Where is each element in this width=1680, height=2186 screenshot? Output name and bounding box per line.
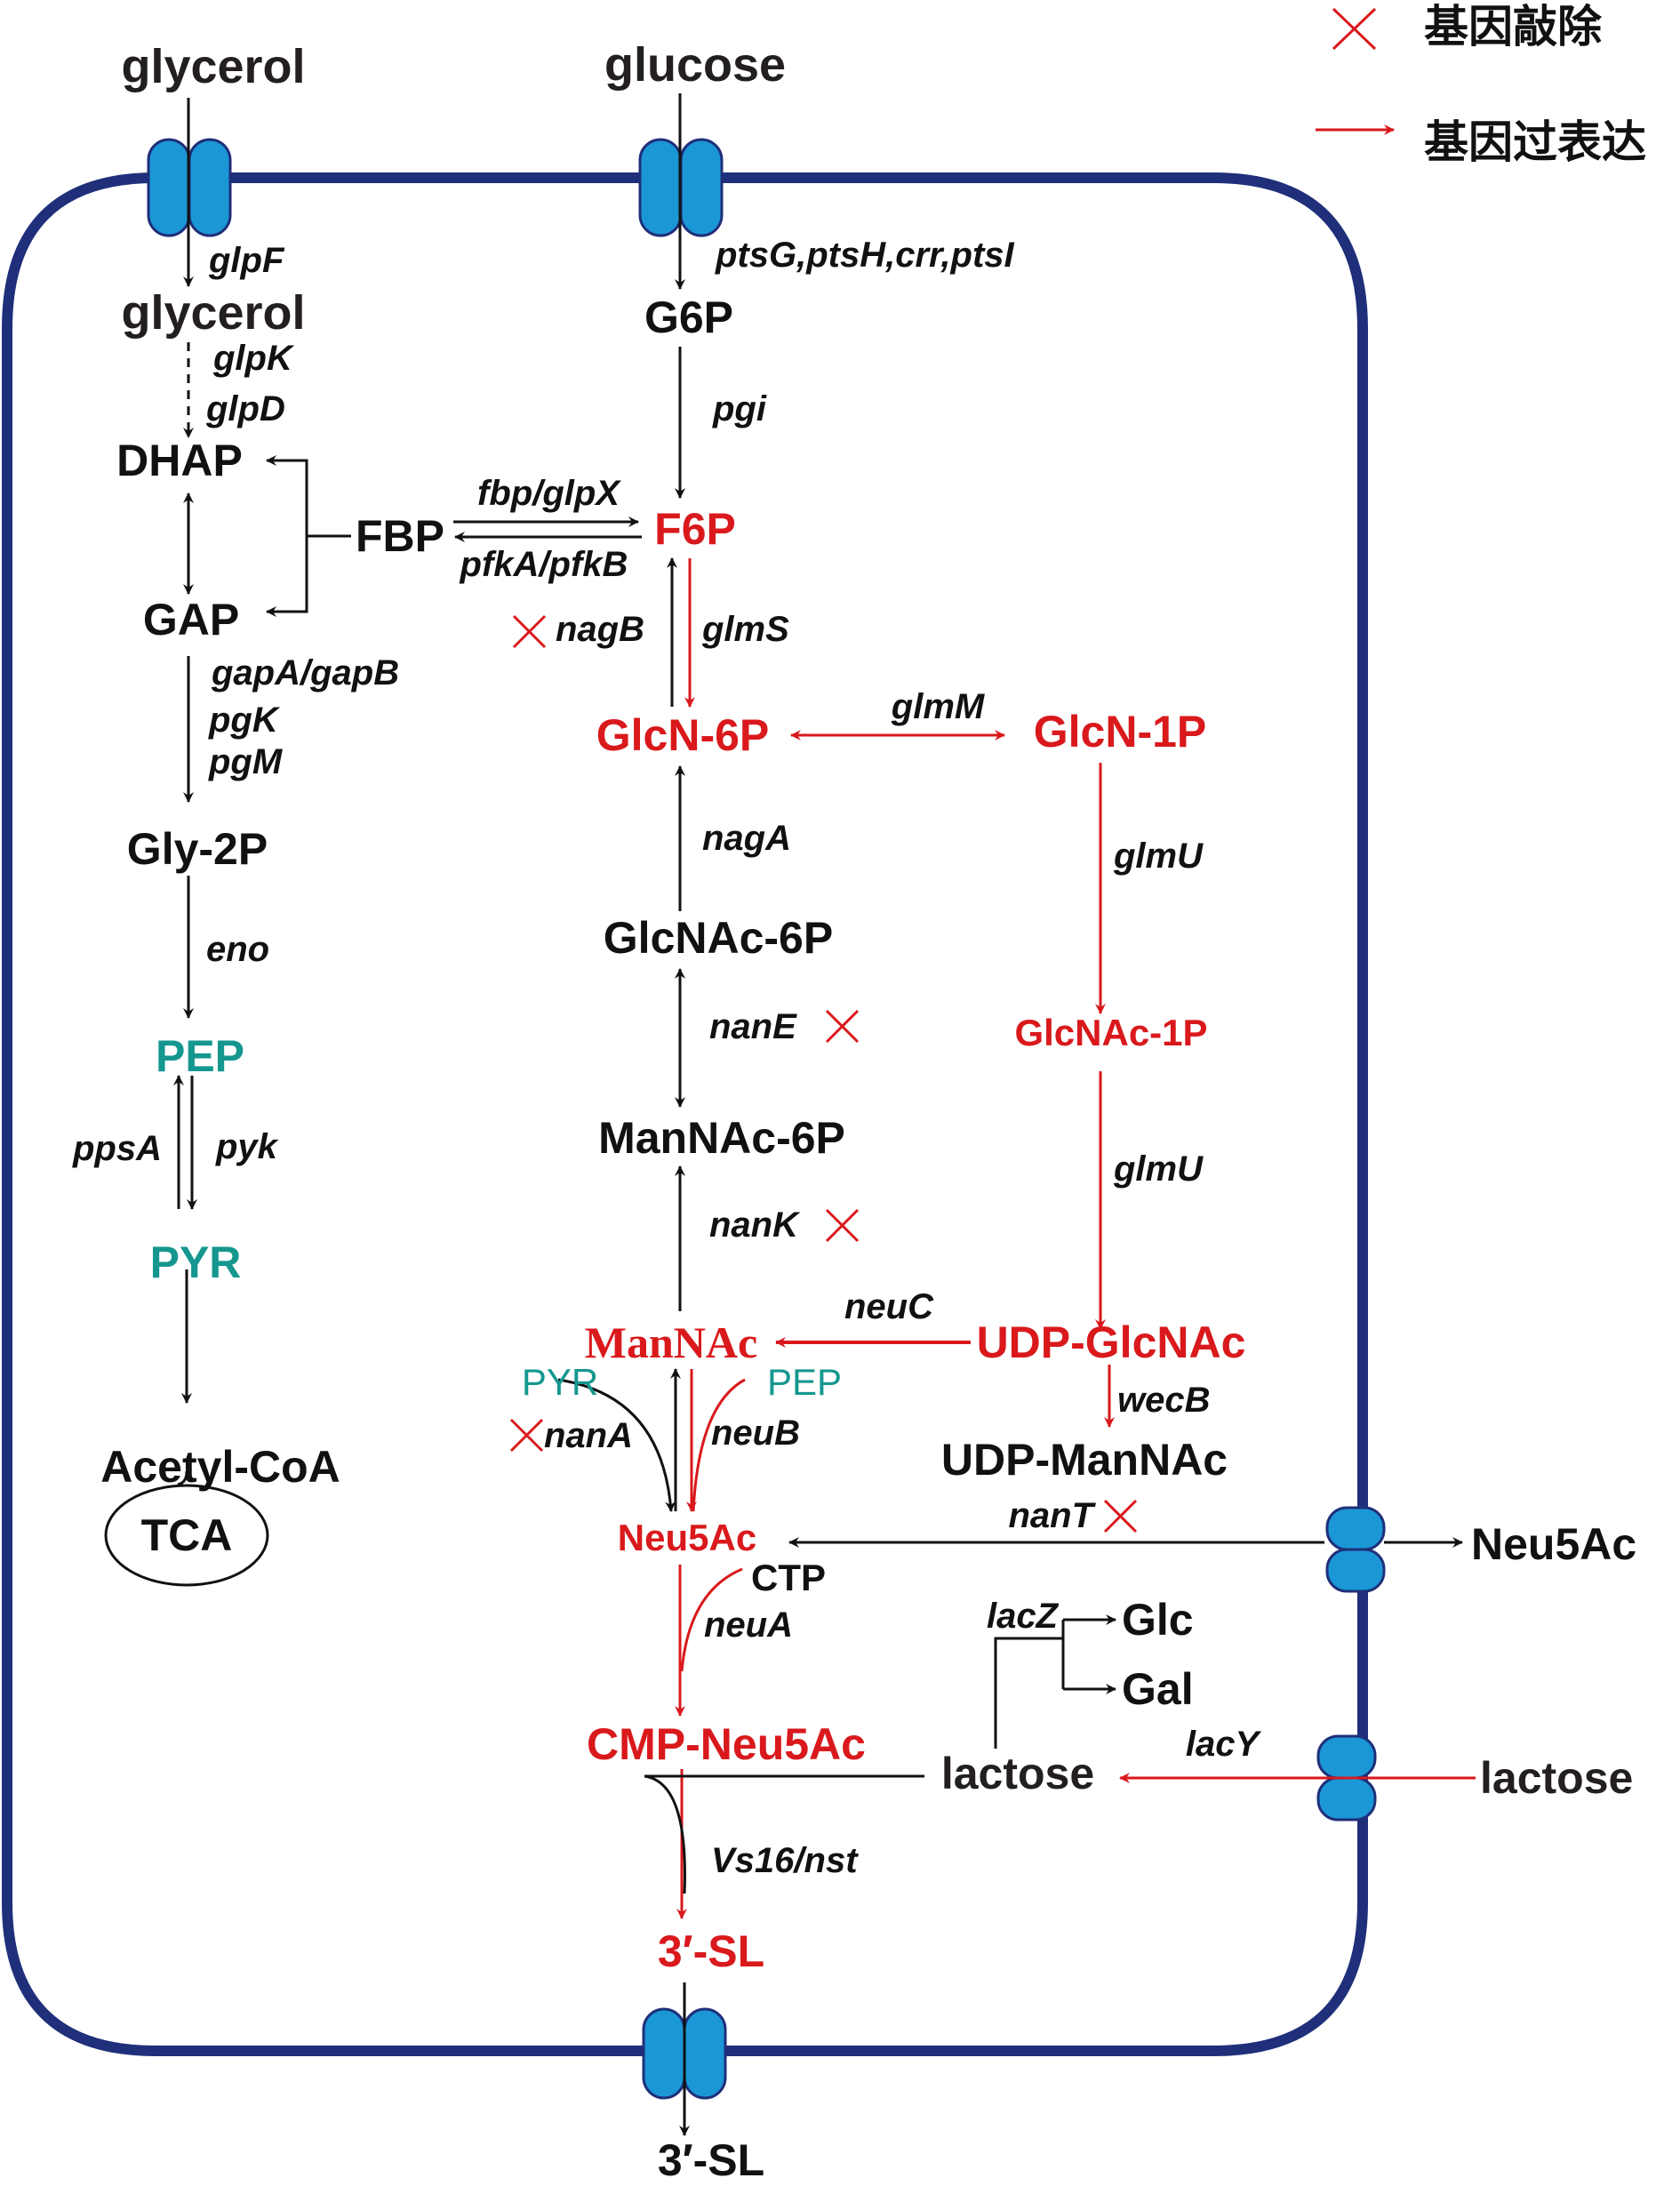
lacZ-bracket [994, 1637, 1063, 1749]
metabolite-mannac6p: ManNAc-6P [598, 1113, 845, 1163]
metabolite-neu5ac: Neu5Ac [617, 1517, 757, 1558]
metabolite-3sl: 3′-SL [657, 1926, 765, 1976]
tca-cycle-label: TCA [140, 1510, 233, 1560]
gene-pgi: pgi [713, 389, 766, 428]
external-lactose: lactose [1480, 1753, 1634, 1803]
sl-export-channel [642, 2007, 727, 2100]
metabolite-udp-mannac: UDP-ManNAc [940, 1435, 1228, 1485]
metabolite-pyr: PYR [149, 1237, 242, 1287]
gene-glpK: glpK [213, 339, 292, 378]
metabolite-f6p: F6P [654, 504, 736, 554]
gene-nanK: nanK [709, 1205, 798, 1245]
external-neu5ac: Neu5Ac [1471, 1519, 1637, 1569]
metabolite-acetyl-coa: Acetyl-CoA [100, 1442, 340, 1492]
knockout-x-icon-nanK [825, 1208, 860, 1243]
fbp-split-bracket [269, 459, 308, 613]
gene-ptsG-ptsH-crr-ptsI: ptsG,ptsH,crr,ptsI [716, 236, 1014, 275]
metabolite-udp-glcnac: UDP-GlcNAc [976, 1317, 1246, 1367]
knockout-x-icon-nanA [509, 1418, 544, 1453]
cofactor-pep: PEP [766, 1361, 843, 1403]
metabolite-gal: Gal [1122, 1664, 1194, 1714]
gene-pyk: pyk [216, 1127, 277, 1166]
gene-ppsA: ppsA [73, 1129, 162, 1168]
tca-cycle-circle [104, 1484, 269, 1587]
gene-nanE: nanE [709, 1007, 796, 1046]
metabolite-g6p: G6P [644, 292, 734, 342]
metabolite-fbp: FBP [356, 511, 444, 561]
gene-nanT: nanT [1008, 1496, 1093, 1535]
gene-fbp-glpX: fbp/glpX [477, 474, 620, 513]
legend-overexpression-label: 基因过表达 [1424, 116, 1646, 168]
gene-glpD: glpD [206, 389, 285, 428]
gene-lacZ: lacZ [986, 1597, 1058, 1636]
neu5ac-channel [1325, 1506, 1386, 1593]
external-glucose: glucose [604, 38, 787, 92]
gene-nanA: nanA [544, 1416, 633, 1455]
arrow-neuB-curve [692, 1378, 746, 1512]
cell-membrane [1, 172, 1368, 2056]
external-3sl: 3′-SL [657, 2135, 765, 2185]
knockout-x-icon-nanT [1103, 1499, 1138, 1533]
metabolite-glcnac6p: GlcNAc-6P [603, 913, 834, 963]
glycerol-channel [147, 138, 232, 237]
metabolite-glycerol: glycerol [121, 286, 306, 340]
metabolite-gly2p: Gly-2P [126, 824, 268, 874]
glucose-channel [638, 138, 724, 237]
gene-vs16-nst: Vs16/nst [711, 1841, 858, 1880]
gene-neuA: neuA [704, 1605, 793, 1645]
metabolite-lactose: lactose [940, 1749, 1095, 1798]
metabolite-glcnac1p: GlcNAc-1P [1014, 1012, 1208, 1053]
gene-nagA: nagA [702, 819, 791, 858]
metabolite-glc: Glc [1122, 1595, 1194, 1645]
metabolite-cmp-neu5ac: CMP-Neu5Ac [587, 1719, 866, 1769]
gene-pgM: pgM [209, 742, 283, 781]
cofactor-ctp: CTP [751, 1557, 826, 1598]
gene-gapA-gapB: gapA/gapB [212, 653, 400, 693]
external-glycerol: glycerol [121, 40, 306, 93]
lactose-sl-curve [644, 1774, 924, 1894]
metabolite-mannac: ManNAc [584, 1317, 758, 1367]
gene-glpF: glpF [209, 241, 284, 280]
gene-glmU-2: glmU [1114, 1149, 1203, 1189]
gene-glmU-1: glmU [1114, 837, 1203, 876]
gene-neuB: neuB [711, 1413, 800, 1453]
metabolite-pep: PEP [155, 1031, 245, 1081]
gene-pfkA-pfkB: pfkA/pfkB [460, 545, 628, 584]
gene-glmS: glmS [702, 610, 789, 649]
metabolite-gap: GAP [142, 595, 240, 645]
gene-eno: eno [206, 930, 270, 969]
gene-glmM: glmM [891, 687, 985, 726]
metabolite-glcn1p: GlcN-1P [1033, 707, 1207, 757]
acetylcoa-tca-link [177, 1470, 188, 1486]
gene-neuC: neuC [844, 1287, 933, 1326]
gene-wecB: wecB [1117, 1381, 1211, 1420]
metabolite-dhap: DHAP [116, 436, 243, 485]
gene-pgK: pgK [209, 701, 278, 740]
arrow-nanA-curve [557, 1378, 676, 1512]
knockout-x-icon-legend [1332, 7, 1377, 51]
cofactor-pyr: PYR [521, 1361, 599, 1403]
knockout-x-icon-nagB [512, 614, 547, 649]
ctp-curve [680, 1567, 743, 1672]
legend-knockout-label: 基因敲除 [1424, 1, 1602, 52]
gene-nagB: nagB [556, 610, 644, 649]
knockout-x-icon-nanE [825, 1009, 860, 1044]
metabolite-glcn6p: GlcN-6P [596, 710, 770, 760]
gene-lacY: lacY [1185, 1725, 1260, 1764]
